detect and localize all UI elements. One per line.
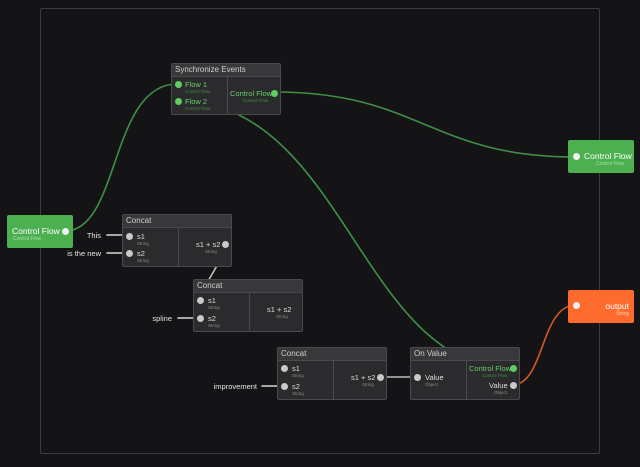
input-value-improvement[interactable]: improvement: [213, 382, 257, 391]
flow2-type: Control Flow: [185, 106, 211, 111]
control-flow-output-type: Control Flow: [482, 373, 508, 378]
output-node[interactable]: output String: [568, 290, 634, 323]
s2-label: s2: [208, 314, 216, 323]
s1-input-port[interactable]: [126, 233, 133, 240]
s1-type: String: [208, 305, 220, 310]
node-sublabel: Control Flow: [596, 161, 625, 167]
s2-type: String: [292, 391, 304, 396]
sum-output-type: String: [205, 249, 217, 254]
s2-label: s2: [137, 249, 145, 258]
s2-type: String: [208, 323, 220, 328]
s1-input-port[interactable]: [197, 297, 204, 304]
sum-output-label: s1 + s2: [351, 373, 376, 382]
concat-node-1[interactable]: Concat s1 String s2 String s1 + s2 Strin…: [122, 214, 232, 267]
value-input-port[interactable]: [414, 374, 421, 381]
s1-type: String: [137, 241, 149, 246]
s2-input-port[interactable]: [281, 383, 288, 390]
flow1-type: Control Flow: [185, 89, 211, 94]
node-sublabel: String: [615, 311, 629, 317]
s1-type: String: [292, 373, 304, 378]
control-flow-output-port[interactable]: [510, 365, 517, 372]
flow2-input-port[interactable]: [175, 98, 182, 105]
s1-label: s1: [292, 364, 300, 373]
sum-output-port[interactable]: [222, 241, 229, 248]
node-label: Control Flow: [12, 226, 60, 236]
s1-label: s1: [137, 232, 145, 241]
s2-label: s2: [292, 382, 300, 391]
flow1-input-port[interactable]: [175, 81, 182, 88]
control-flow-target-node[interactable]: Control Flow Control Flow: [568, 140, 634, 173]
value-output-port[interactable]: [510, 382, 517, 389]
node-header[interactable]: On Value: [411, 348, 519, 361]
input-value-spline[interactable]: spline: [152, 314, 172, 323]
on-value-node[interactable]: On Value Value Object Control Flow Contr…: [410, 347, 520, 400]
s1-label: s1: [208, 296, 216, 305]
input-value-this[interactable]: This: [86, 231, 101, 240]
input-value-is-the-new[interactable]: is the new: [67, 249, 101, 258]
control-flow-output-label: Control Flow: [469, 364, 512, 373]
s2-type: String: [137, 258, 149, 263]
sum-output-label: s1 + s2: [267, 305, 292, 314]
node-sublabel: Control Flow: [13, 236, 42, 242]
flow2-label: Flow 2: [185, 97, 208, 106]
wire-sync-out-to-control-flow[interactable]: [273, 91, 577, 158]
output-input-port[interactable]: [573, 302, 580, 309]
sync-output-label: Control Flow: [230, 89, 273, 98]
node-header[interactable]: Synchronize Events: [172, 64, 280, 77]
s1-input-port[interactable]: [281, 365, 288, 372]
wire-flow-to-flow1[interactable]: [64, 83, 178, 232]
sum-output-port[interactable]: [377, 374, 384, 381]
s2-input-port[interactable]: [126, 250, 133, 257]
concat-node-2[interactable]: Concat s1 String s2 String s1 + s2 Strin…: [193, 279, 303, 332]
node-label: output: [605, 301, 629, 311]
sum-output-type: String: [362, 382, 374, 387]
flow-output-port[interactable]: [62, 228, 69, 235]
value-output-label: Value: [489, 381, 508, 390]
value-input-type: Object: [425, 382, 439, 387]
node-header[interactable]: Concat: [194, 280, 302, 293]
synchronize-events-node[interactable]: Synchronize Events Flow 1 Control Flow F…: [171, 63, 281, 115]
sync-output-port[interactable]: [271, 90, 278, 97]
node-label: Control Flow: [584, 151, 632, 161]
value-input-label: Value: [425, 373, 444, 382]
sum-output-type: String: [276, 314, 288, 319]
node-header[interactable]: Concat: [123, 215, 231, 228]
flow-input-port[interactable]: [573, 153, 580, 160]
sync-output-type: Control Flow: [243, 98, 269, 103]
control-flow-source-node[interactable]: Control Flow Control Flow: [7, 215, 73, 248]
flow1-label: Flow 1: [185, 80, 208, 89]
sum-output-label: s1 + s2: [196, 240, 221, 249]
value-output-type: Object: [494, 390, 508, 395]
concat-node-3[interactable]: Concat s1 String s2 String s1 + s2 Strin…: [277, 347, 387, 400]
node-header[interactable]: Concat: [278, 348, 386, 361]
s2-input-port[interactable]: [197, 315, 204, 322]
wire-onvalue-to-output[interactable]: [511, 304, 577, 386]
